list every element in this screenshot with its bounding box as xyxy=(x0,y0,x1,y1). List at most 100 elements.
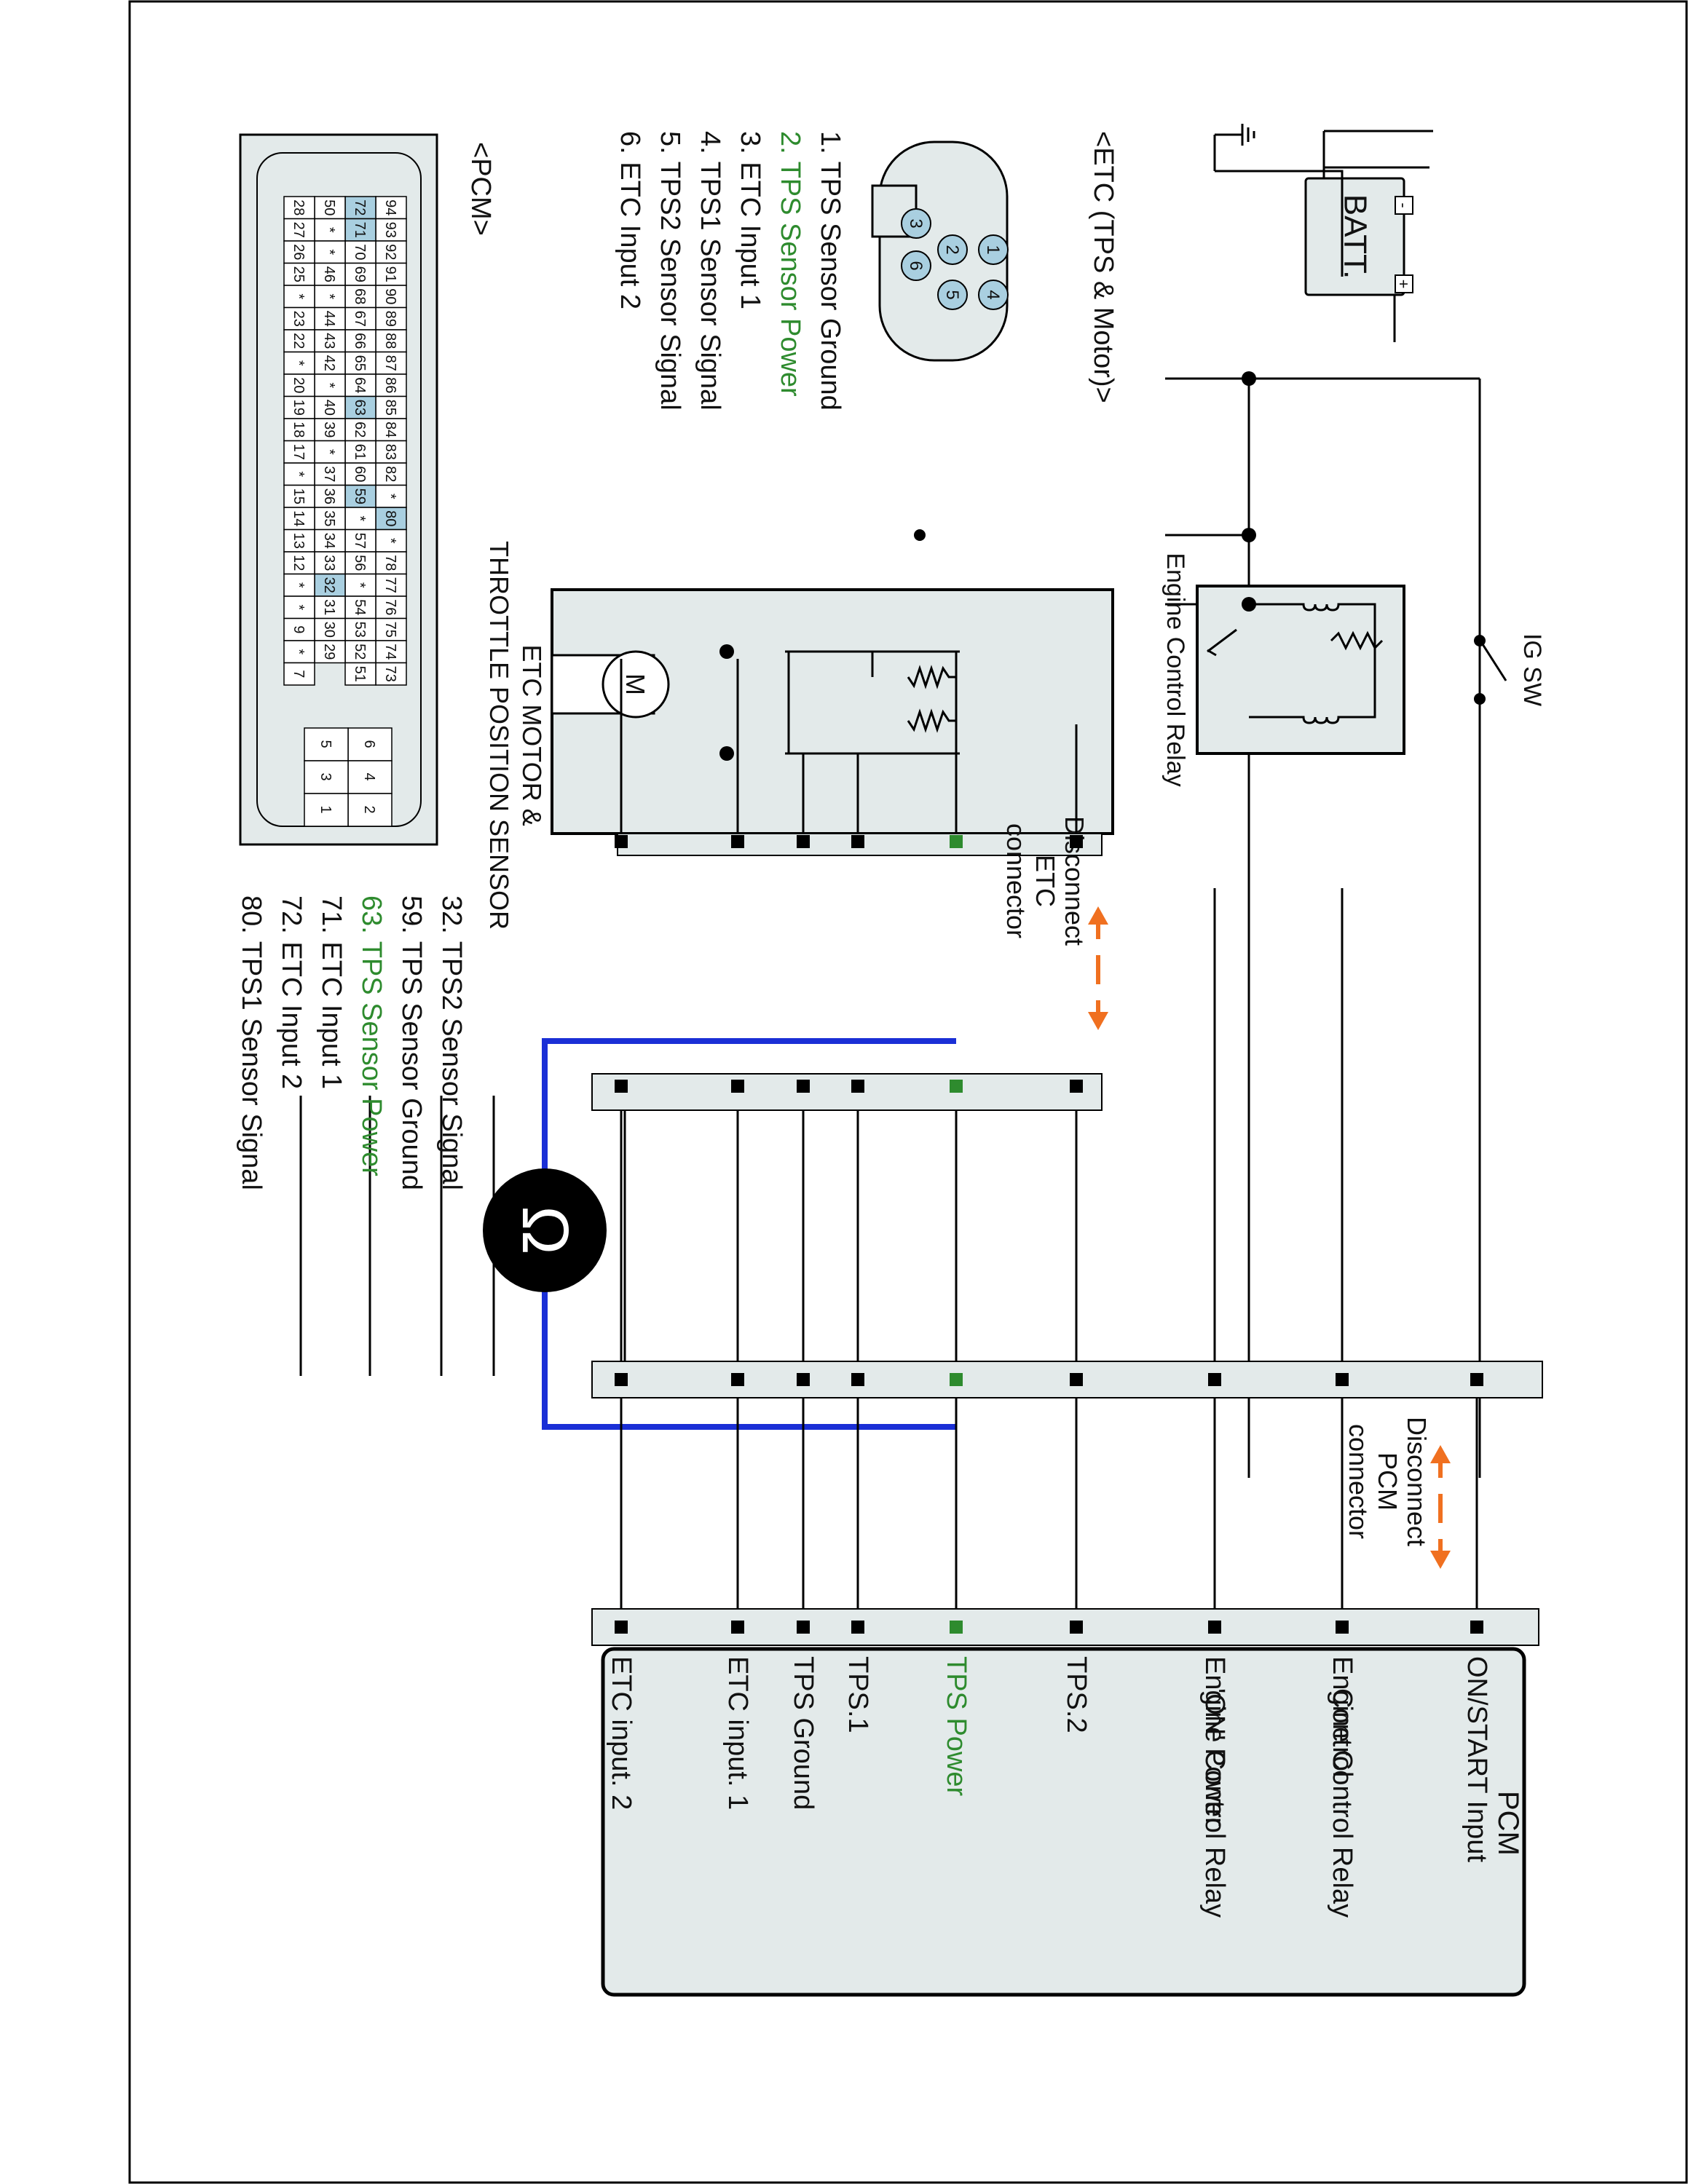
svg-text:2: 2 xyxy=(942,245,962,254)
pcm-pin-number: * xyxy=(352,515,368,521)
pcm-disconnect-connector xyxy=(591,1361,1543,1398)
pcm-pin-number: 75 xyxy=(382,622,398,638)
pcm-pin-cell: 83 xyxy=(375,440,407,464)
pcm-pin-number: 22 xyxy=(291,333,307,349)
pcm-pin-cell: 15 xyxy=(283,484,315,508)
pcm-pin-number: * xyxy=(382,494,398,499)
etc-harness-pin xyxy=(731,1080,744,1093)
svg-text:connector: connector xyxy=(1344,1424,1373,1539)
ig-switch-contact-b xyxy=(1474,693,1486,705)
pcm-small-pin-cell: 2 xyxy=(347,793,393,827)
battery: BATT. - + xyxy=(1213,124,1413,296)
pcm-pin-desc-71: 71. ETC Input 1 xyxy=(316,895,347,1089)
pcm-pin-number: * xyxy=(291,293,307,299)
pcm-pin-number: 13 xyxy=(291,533,307,549)
pcm-pin-number: 62 xyxy=(352,422,368,438)
pcm-disconnect-pin xyxy=(950,1373,963,1386)
pcm-pin-cell: * xyxy=(283,285,315,309)
etc-pin-1: 1 xyxy=(978,234,1009,265)
pcm-pin-number: 56 xyxy=(352,555,368,571)
pcm-pin-cell: 13 xyxy=(283,529,315,553)
pcm-pin-cell: 93 xyxy=(375,218,407,242)
pcm-pin-cell: * xyxy=(375,529,407,553)
pcm-pin-number: 71 xyxy=(352,222,368,238)
pcm-pin-cell: 44 xyxy=(314,306,346,331)
pcm-pin-cell: 88 xyxy=(375,329,407,353)
pcm-pin-number: 69 xyxy=(352,266,368,282)
etc-harness-pin xyxy=(950,835,963,848)
etc-pin-list: 1. TPS Sensor Ground 2. TPS Sensor Power… xyxy=(615,131,845,411)
pcm-pin-number: 68 xyxy=(352,288,368,304)
etc-harness-pin xyxy=(615,835,628,848)
pcm-small-pin-number: 4 xyxy=(361,772,377,780)
motor-icon: M xyxy=(551,650,670,719)
pcm-pin-number: 26 xyxy=(291,244,307,260)
pcm-terminal-label: TPS.2 xyxy=(1061,1656,1092,1733)
pcm-pin-cell: 7 xyxy=(283,662,315,686)
pcm-pin-cell: 53 xyxy=(344,617,376,641)
pcm-pin-cell: 63 xyxy=(344,395,376,419)
pcm-pin-number: 73 xyxy=(382,666,398,682)
pcm-pin-cell: 92 xyxy=(375,240,407,264)
pcm-pin-number: 36 xyxy=(321,488,337,505)
pcm-pin-number: 32 xyxy=(321,577,337,593)
pcm-pin-cell: 39 xyxy=(314,418,346,442)
pcm-pin-number: * xyxy=(321,249,337,255)
meter-leads: Ω xyxy=(483,1038,956,1430)
pcm-pin-number: 20 xyxy=(291,377,307,393)
pcm-terminal-pin xyxy=(1470,1621,1483,1634)
relay-box xyxy=(1196,585,1405,755)
pcm-pin-cell: 28 xyxy=(283,196,315,220)
pcm-pin-number: 54 xyxy=(352,599,368,615)
etc-pin-6: 6 xyxy=(901,250,931,281)
etc-harness-pin xyxy=(731,835,744,848)
pcm-pin-number: * xyxy=(321,449,337,455)
pcm-pin-number: 17 xyxy=(291,444,307,460)
pcm-pin-number: 46 xyxy=(321,266,337,282)
etc-harness-pin xyxy=(950,1080,963,1093)
pcm-pin-cell: * xyxy=(314,285,346,309)
pcm-small-pin-cell: 3 xyxy=(304,760,349,794)
pcm-pin-cell: 51 xyxy=(344,662,376,686)
etc-pin-desc-4: 4. TPS1 Sensor Signal xyxy=(695,131,725,411)
pcm-pin-number: 82 xyxy=(382,466,398,482)
disconnect-etc-label: Disconnect ETC connector xyxy=(1001,816,1108,1030)
pcm-pin-cell: * xyxy=(314,240,346,264)
etc-harness-pin xyxy=(797,835,810,848)
battery-plus-label: + xyxy=(1395,280,1413,289)
pcm-pin-number: 51 xyxy=(352,666,368,682)
svg-text:6: 6 xyxy=(906,261,926,270)
pcm-pin-number: 34 xyxy=(321,533,337,549)
ig-switch-contact-a xyxy=(1474,635,1486,646)
pcm-pin-desc-32: 32. TPS2 Sensor Signal xyxy=(436,895,467,1190)
pcm-pin-number: 77 xyxy=(382,577,398,593)
pcm-pin-cell: 46 xyxy=(314,262,346,286)
pcm-pin-cell: 9 xyxy=(283,617,315,641)
etc-motor-tps-block: M ETC MOTOR & THROTTLE POSITION SENSOR xyxy=(484,541,1114,930)
etc-pin-desc-1: 1. TPS Sensor Ground xyxy=(815,131,845,411)
pcm-pin-cell: 34 xyxy=(314,529,346,553)
pcm-pin-cell: 30 xyxy=(314,617,346,641)
pcm-pin-cell: 66 xyxy=(344,329,376,353)
svg-text:3: 3 xyxy=(906,218,926,228)
pcm-pin-cell: 60 xyxy=(344,462,376,486)
pcm-pin-list: 32. TPS2 Sensor Signal 59. TPS Sensor Gr… xyxy=(236,895,467,1190)
pcm-pin-cell: * xyxy=(314,373,346,397)
pcm-disconnect-pin xyxy=(615,1373,628,1386)
etc-harness-pin xyxy=(797,1080,810,1093)
pcm-pin-number: 43 xyxy=(321,333,337,349)
ground-icon xyxy=(1213,124,1255,171)
pcm-pin-cell: 40 xyxy=(314,395,346,419)
battery-positive-wire xyxy=(1165,284,1396,380)
etc-pin-desc-3: 3. ETC Input 1 xyxy=(735,131,765,309)
pcm-pin-number: 87 xyxy=(382,355,398,371)
pcm-pin-number: 25 xyxy=(291,266,307,282)
pcm-pin-cell: 80 xyxy=(375,507,407,531)
pcm-pin-number: 80 xyxy=(382,510,398,526)
pcm-pin-cell: 19 xyxy=(283,395,315,419)
pcm-terminal-pin xyxy=(851,1621,864,1634)
pcm-pin-cell: * xyxy=(283,596,315,620)
battery-minus-terminal xyxy=(1395,196,1413,215)
pcm-pin-cell: 90 xyxy=(375,285,407,309)
battery-plus-terminal xyxy=(1395,274,1413,293)
